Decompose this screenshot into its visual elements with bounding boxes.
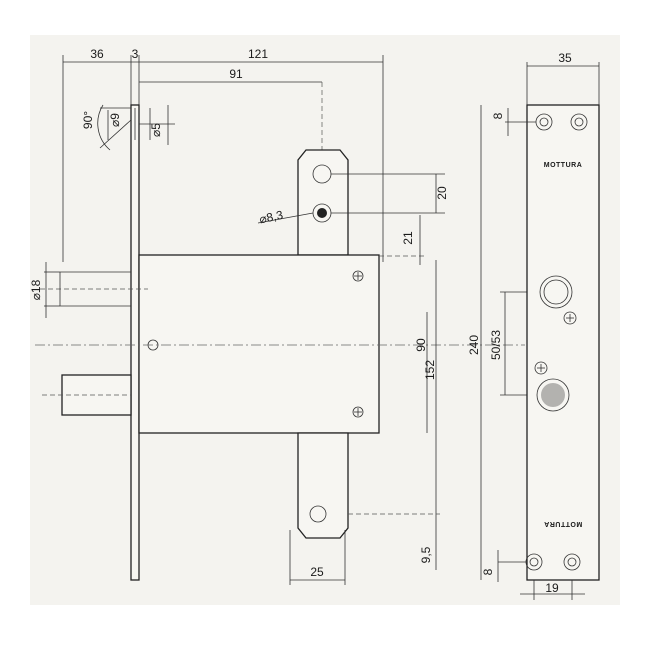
dim-dia-9: ⌀9 (108, 113, 122, 127)
lock-case (138, 254, 380, 434)
dim-angle-90: 90° (81, 111, 95, 129)
side-faceplate (526, 104, 600, 581)
dim-21: 21 (401, 231, 415, 245)
lower-bolt (42, 374, 132, 416)
dim-20: 20 (435, 186, 449, 200)
faceplate (130, 104, 140, 581)
dim-25: 25 (310, 565, 324, 579)
plate-hole-bottom-right (563, 553, 581, 571)
dim-dia-18: ⌀18 (29, 279, 43, 300)
top-dimension-lines (62, 55, 384, 262)
brand-label-bottom: MOTTURA (544, 520, 583, 527)
dim-152: 152 (423, 360, 437, 380)
plate-hole-top-right (570, 113, 588, 131)
dim-95: 9,5 (419, 546, 433, 563)
bottom-bolt-hole (309, 505, 327, 523)
angle-callout (97, 104, 175, 151)
dim-dia-83: ⌀8,3 (258, 208, 285, 227)
top-bolt-hole-core (317, 208, 327, 218)
dim-8-bottom: 8 (481, 568, 495, 575)
leader-dia-83 (257, 212, 314, 224)
dim-91: 91 (229, 67, 243, 81)
dim-90: 90 (414, 338, 428, 352)
dim-8-top: 8 (491, 112, 505, 119)
case-screw-top (352, 270, 364, 282)
dim-19: 19 (545, 581, 559, 595)
dim-dia-5: ⌀5 (149, 123, 163, 137)
dim-5053: 50/53 (489, 330, 503, 360)
dim-35: 35 (558, 51, 572, 65)
upper-bolt (40, 262, 148, 318)
dim-240: 240 (467, 335, 481, 355)
cylinder-screw-upper (563, 311, 577, 325)
dim-121: 121 (248, 47, 268, 61)
top-bolt-plate (297, 149, 349, 256)
dim-3: 3 (132, 47, 139, 61)
cylinder-hole-lower (536, 378, 570, 412)
brand-label-top: MOTTURA (544, 162, 583, 169)
cylinder-hole-upper (539, 275, 573, 309)
case-screw-bottom (352, 406, 364, 418)
cylinder-screw-lower (534, 361, 548, 375)
dim-36: 36 (90, 47, 104, 61)
bottom-bolt-plate (297, 432, 349, 539)
